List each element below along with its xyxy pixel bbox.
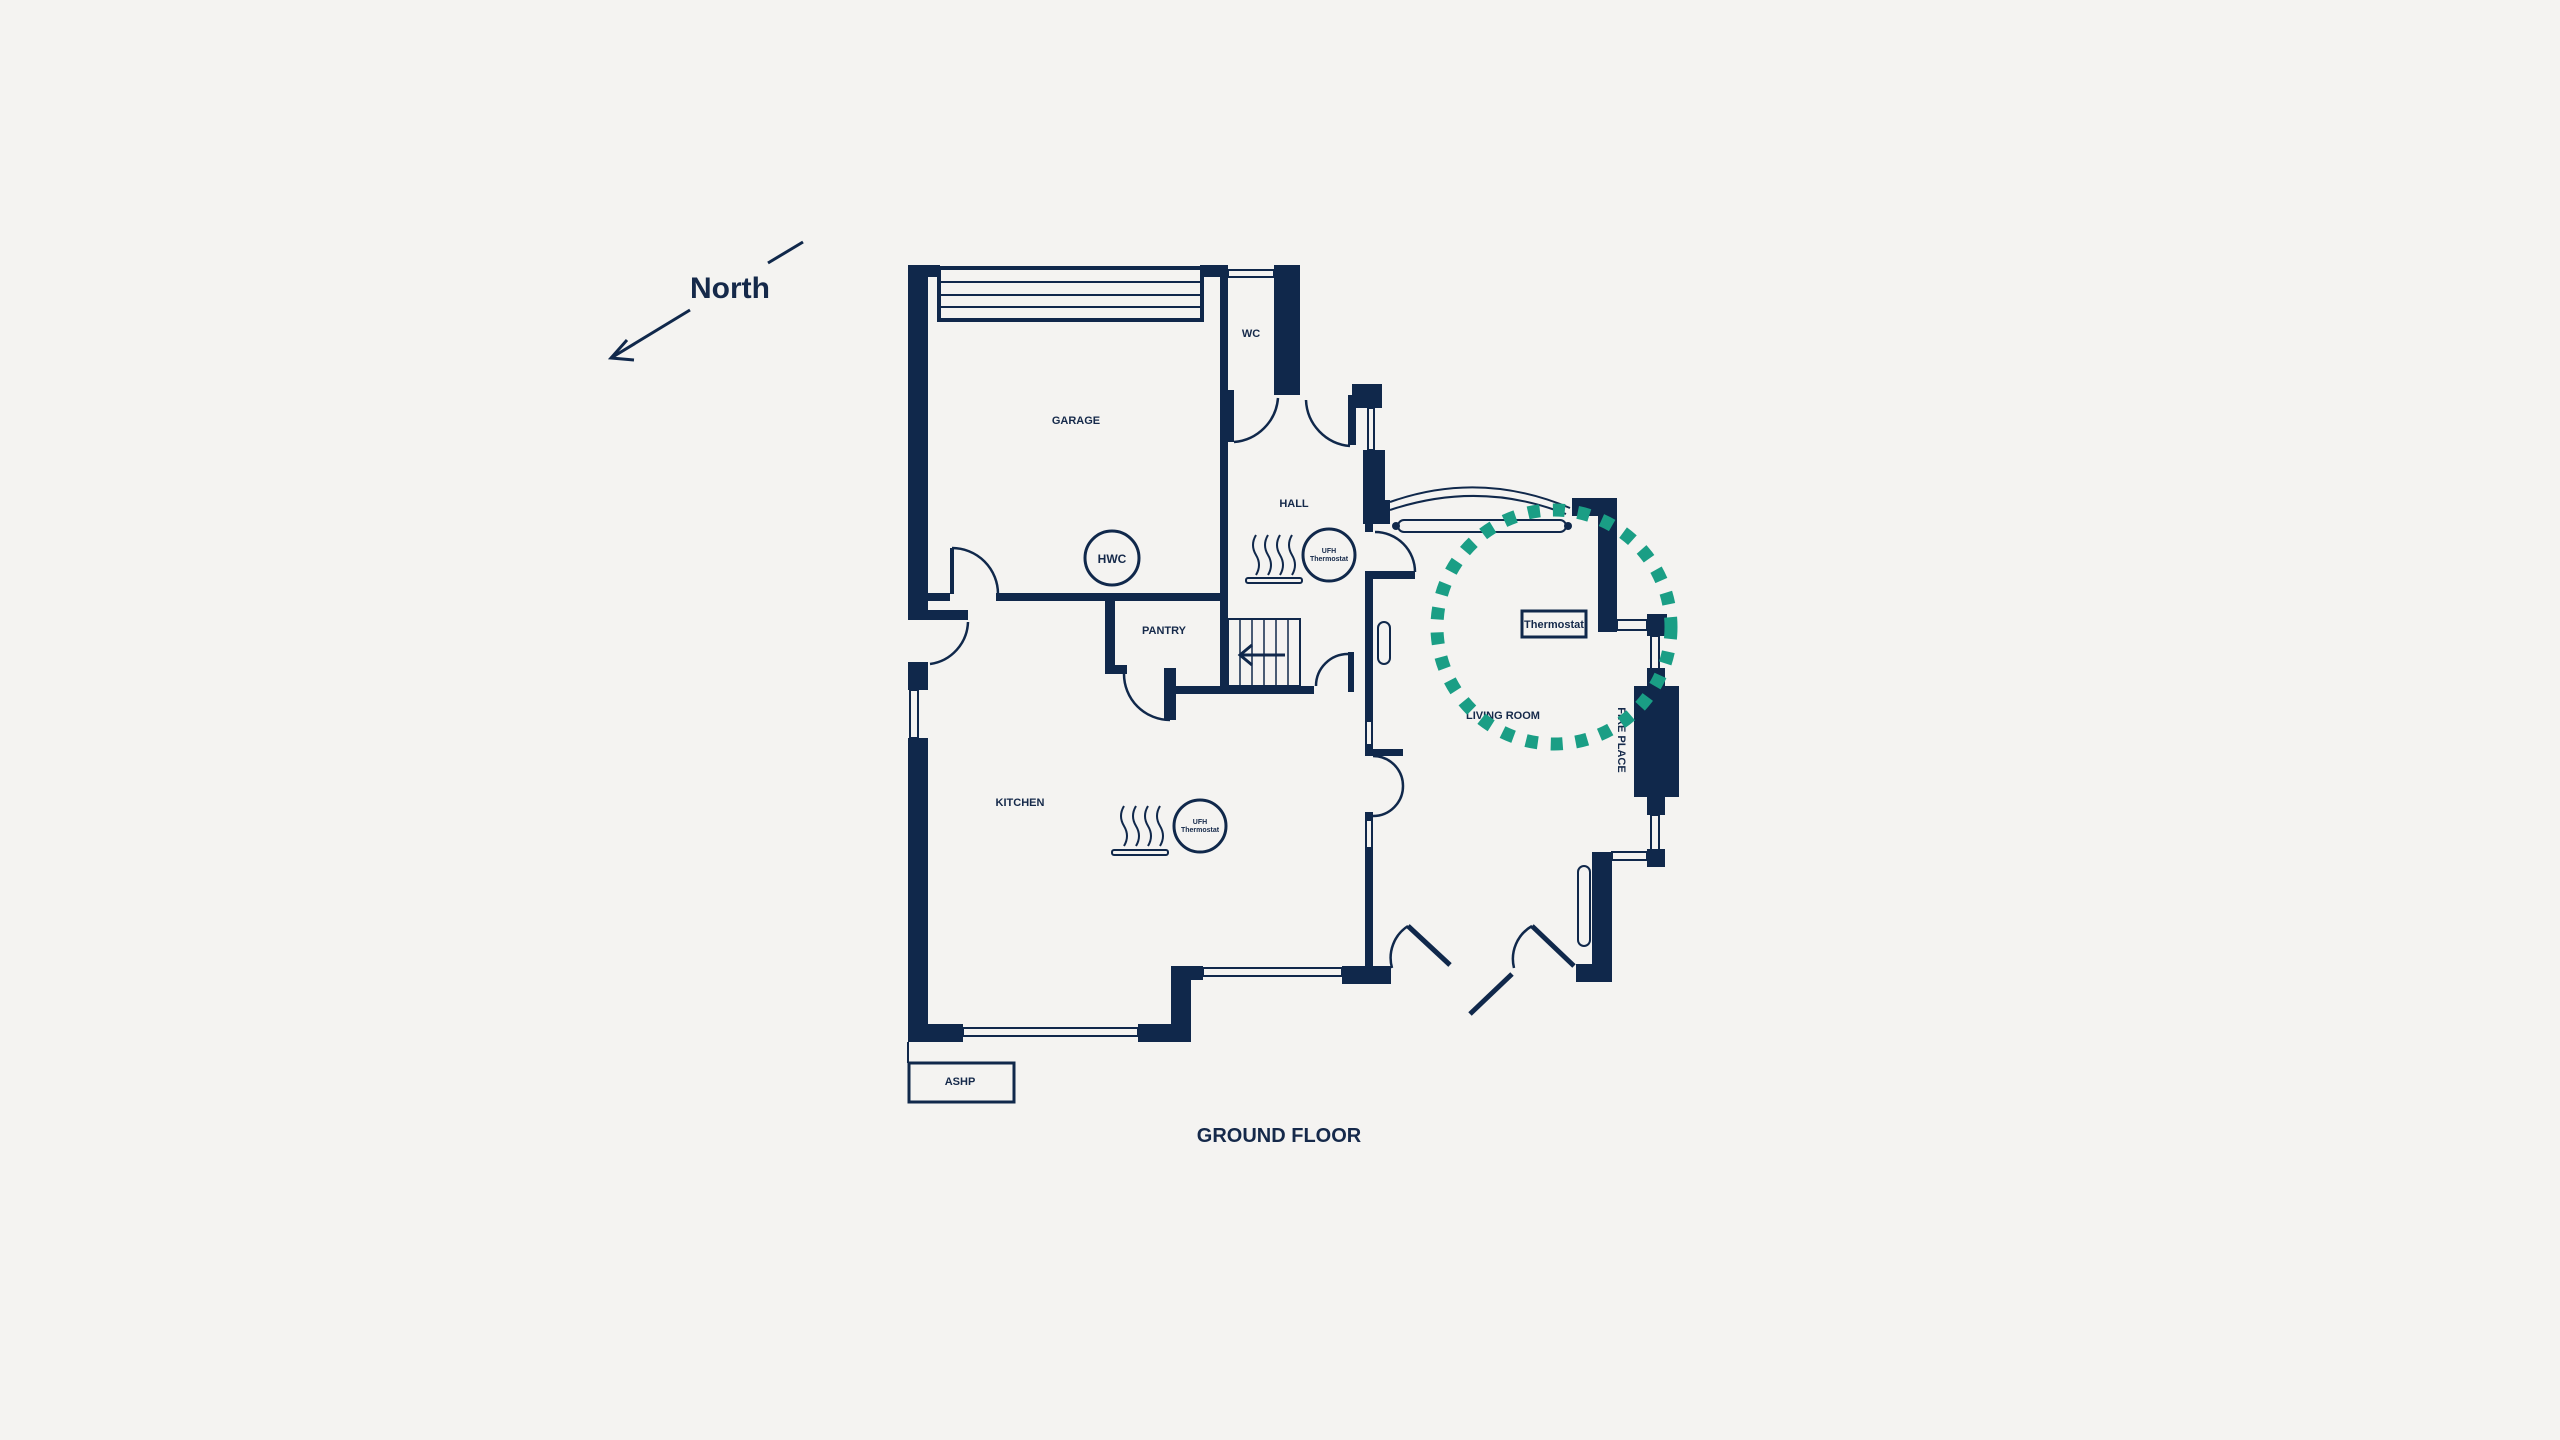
room-label-kitchen: KITCHEN — [996, 797, 1045, 809]
floor-title: GROUND FLOOR — [1197, 1125, 1362, 1147]
north-arrow: North — [607, 240, 804, 362]
svg-text:ASHP: ASHP — [945, 1076, 976, 1088]
svg-text:UFH: UFH — [1322, 548, 1336, 555]
walls — [907, 265, 1679, 1063]
room-label-pantry: PANTRY — [1142, 625, 1187, 637]
underfloor-heating-icon-kitchen — [1111, 805, 1169, 856]
svg-text:UFH: UFH — [1193, 819, 1207, 826]
room-label-living-room: LIVING ROOM — [1466, 710, 1540, 722]
ashp-unit: ASHP — [907, 1061, 1016, 1104]
north-label: North — [690, 272, 770, 305]
svg-text:Thermostat: Thermostat — [1524, 619, 1584, 631]
svg-text:Thermostat: Thermostat — [1181, 827, 1220, 834]
room-label-hall: HALL — [1279, 498, 1309, 510]
radiator-bay — [1577, 865, 1591, 947]
underfloor-heating-icon-hall — [1245, 534, 1303, 584]
stairs — [1227, 618, 1301, 687]
ufh-thermostat-kitchen: UFH Thermostat — [1172, 798, 1228, 854]
room-label-garage: GARAGE — [1052, 415, 1100, 427]
svg-text:Thermostat: Thermostat — [1310, 556, 1349, 563]
thermostat-highlight-circle — [1430, 503, 1678, 751]
hot-water-cylinder: HWC — [1083, 529, 1141, 587]
svg-text:HWC: HWC — [1098, 552, 1127, 566]
radiator-hall — [1377, 621, 1391, 665]
ufh-thermostat-hall: UFH Thermostat — [1301, 527, 1357, 583]
room-label-wc: WC — [1242, 328, 1260, 340]
thermostat-box: Thermostat — [1520, 609, 1588, 639]
